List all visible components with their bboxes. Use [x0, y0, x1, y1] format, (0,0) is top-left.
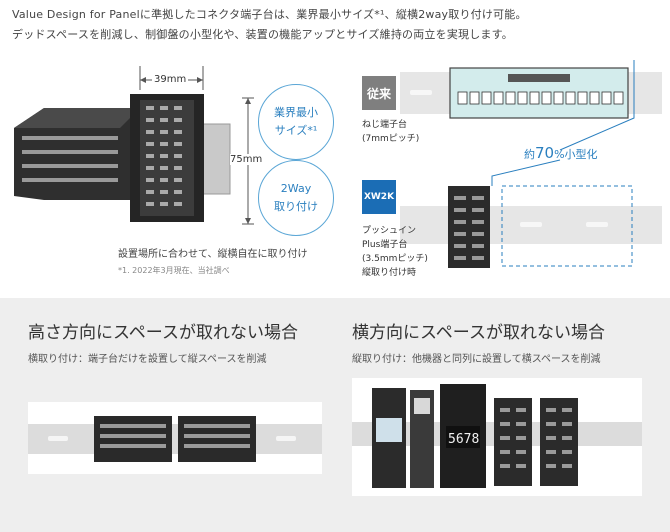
badge-smallest-size: 業界最小サイズ*¹: [258, 84, 334, 160]
width-dimension: 39mm: [152, 74, 189, 85]
left-case-subtitle: 横取り付け：端子台だけを設置して縦スペースを削減: [28, 354, 267, 365]
height-dimension: 75mm: [230, 154, 263, 165]
product-illustration: [14, 60, 662, 268]
reduction-label: 約70%小型化: [524, 144, 598, 162]
intro-line-2: デッドスペースを削減し、制御盤の小型化や、装置の機能アップとサイズ維持の両立を実…: [12, 28, 513, 41]
left-case-image: [28, 402, 322, 474]
product-caption: 設置場所に合わせて、縦横自在に取り付け: [118, 249, 308, 260]
conventional-tag: 従来: [362, 76, 396, 110]
left-case-title: 高さ方向にスペースが取れない場合: [28, 323, 298, 343]
footnote: *1. 2022年3月現在、当社調べ: [118, 266, 230, 275]
right-case-title: 横方向にスペースが取れない場合: [352, 323, 605, 343]
right-case-image: 5678: [352, 378, 642, 496]
right-case-subtitle: 縦取り付け：他機器と同列に設置して横スペースを削減: [352, 354, 601, 365]
intro-line-1: Value Design for Panelに準拠したコネクタ端子台は、業界最小…: [12, 8, 527, 21]
xw2k-tag: XW2K: [362, 180, 396, 214]
conventional-description: ねじ端子台(7mmピッチ): [362, 120, 420, 144]
controller-display: 5678: [448, 432, 479, 447]
